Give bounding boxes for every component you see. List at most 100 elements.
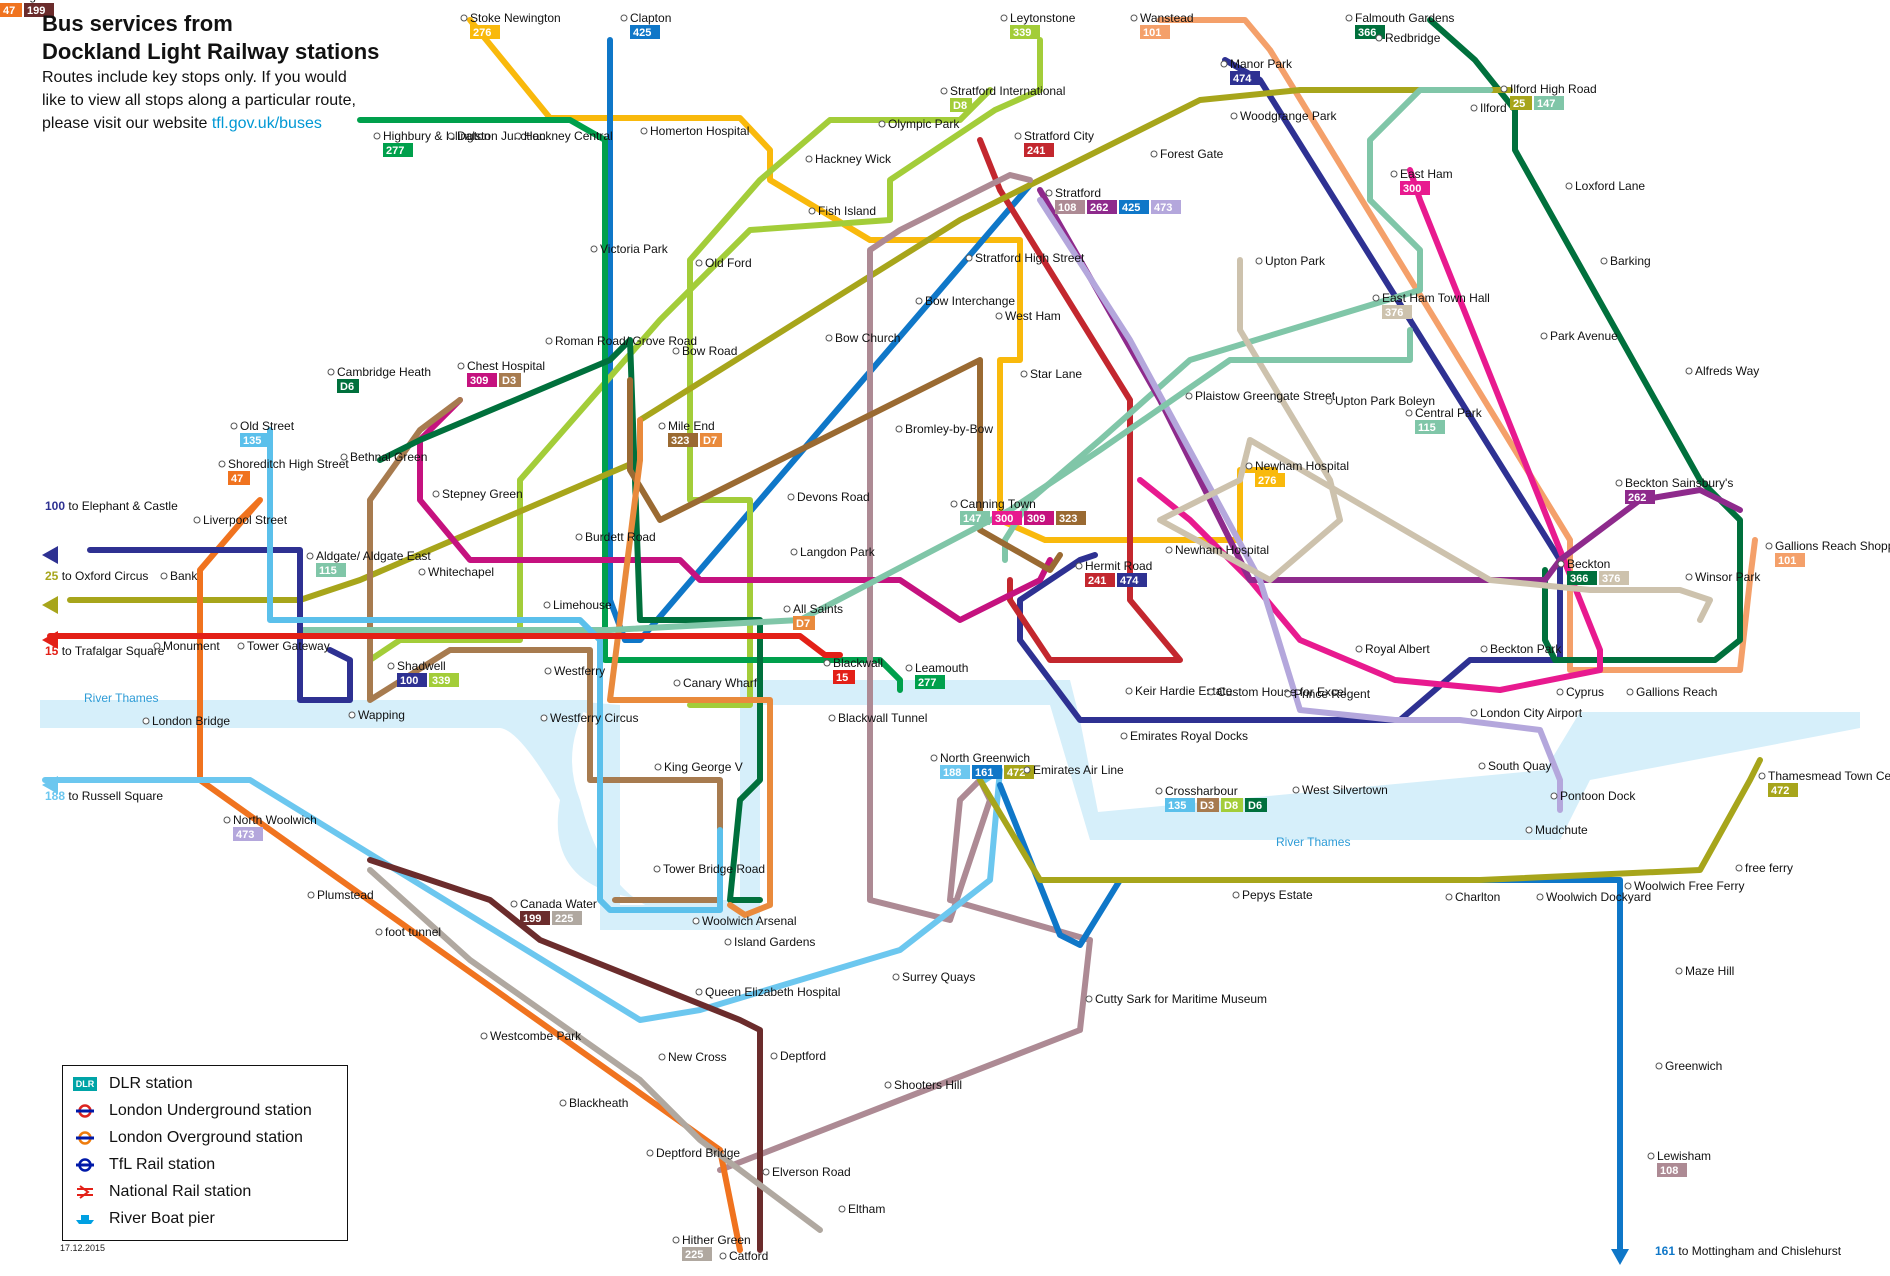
station-victoria-park[interactable]: Victoria Park <box>590 242 669 256</box>
station-park-avenue[interactable]: Park Avenue <box>1540 329 1618 343</box>
station-tower-bridge-road[interactable]: Tower Bridge Road <box>653 862 765 876</box>
station-deptford-bridge[interactable]: Deptford Bridge <box>646 1146 740 1160</box>
station-westferry[interactable]: Westferry <box>544 664 605 678</box>
station-burdett-road[interactable]: Burdett Road <box>575 530 656 544</box>
station-redbridge[interactable]: Redbridge <box>1375 31 1441 45</box>
station-new-cross[interactable]: New Cross <box>658 1050 727 1064</box>
station-bow-interchange[interactable]: Bow Interchange <box>915 294 1015 308</box>
station-free-ferry[interactable]: free ferry <box>1735 861 1793 875</box>
station-blackheath[interactable]: Blackheath <box>559 1096 628 1110</box>
station-liverpool-street[interactable]: Liverpool Street <box>193 513 288 527</box>
station-stratford-high-street[interactable]: Stratford High Street <box>965 251 1085 265</box>
tfl-buses-link[interactable]: tfl.gov.uk/buses <box>211 115 322 132</box>
station-forest-gate[interactable]: Forest Gate <box>1150 147 1224 161</box>
station-cutty-sark-for-maritime-museum[interactable]: Cutty Sark for Maritime Museum <box>1085 992 1267 1006</box>
station-keir-hardie-estate[interactable]: Keir Hardie Estate <box>1125 684 1233 698</box>
station-winsor-park[interactable]: Winsor Park <box>1685 570 1761 584</box>
station-wapping[interactable]: Wapping <box>348 708 405 722</box>
station-foot-tunnel[interactable]: foot tunnel <box>375 925 441 939</box>
station-bromley-by-bow[interactable]: Bromley-by-Bow <box>895 422 993 436</box>
station-plaistow-greengate-street[interactable]: Plaistow Greengate Street <box>1185 389 1336 403</box>
station-london-city-airport[interactable]: London City Airport <box>1470 706 1583 720</box>
station-langdon-park[interactable]: Langdon Park <box>790 545 876 559</box>
station-newham-hospital[interactable]: Newham Hospital <box>1165 543 1269 557</box>
station-west-silvertown[interactable]: West Silvertown <box>1292 783 1388 797</box>
station-upton-park[interactable]: Upton Park <box>1255 254 1326 268</box>
station-king-george-v[interactable]: King George V <box>654 760 743 774</box>
station-mudchute[interactable]: Mudchute <box>1525 823 1588 837</box>
station-roman-road-grove-road[interactable]: Roman Road/ Grove Road <box>545 334 697 348</box>
station-bow-church[interactable]: Bow Church <box>825 331 900 345</box>
station-thamesmead-town-centre[interactable]: Thamesmead Town Centre472 <box>1758 769 1890 797</box>
station-woolwich-arsenal[interactable]: Woolwich Arsenal <box>692 914 797 928</box>
station-emirates-royal-docks[interactable]: Emirates Royal Docks <box>1120 729 1248 743</box>
station-maze-hill[interactable]: Maze Hill <box>1675 964 1734 978</box>
station-pepys-estate[interactable]: Pepys Estate <box>1232 888 1313 902</box>
station-westferry-circus[interactable]: Westferry Circus <box>540 711 638 725</box>
station-alfreds-way[interactable]: Alfreds Way <box>1685 364 1759 378</box>
station-bow-road[interactable]: Bow Road <box>672 344 737 358</box>
station-woolwich-dockyard[interactable]: Woolwich Dockyard <box>1536 890 1651 904</box>
station-limehouse[interactable]: Limehouse <box>543 598 612 612</box>
station-eltham[interactable]: Eltham <box>838 1202 885 1216</box>
station-whitechapel[interactable]: Whitechapel <box>418 565 494 579</box>
station-olympic-park[interactable]: Olympic Park <box>878 117 960 131</box>
station-beckton-park[interactable]: Beckton Park <box>1480 642 1562 656</box>
station-charlton[interactable]: Charlton <box>1445 890 1500 904</box>
station-west-ham[interactable]: West Ham <box>995 309 1061 323</box>
station-cyprus[interactable]: Cyprus <box>1556 685 1604 699</box>
station-bank[interactable]: Bank <box>160 569 198 583</box>
station-pontoon-dock[interactable]: Pontoon Dock <box>1550 789 1636 803</box>
station-old-ford[interactable]: Old Ford <box>695 256 752 270</box>
station-blackwall-tunnel[interactable]: Blackwall Tunnel <box>828 711 927 725</box>
station-stepney-green[interactable]: Stepney Green <box>432 487 523 501</box>
station-prince-regent[interactable]: Prince Regent <box>1284 687 1371 701</box>
station-custom-house-for-excel[interactable]: Custom House for Excel <box>1207 685 1346 699</box>
station-monument[interactable]: Monument <box>153 639 220 653</box>
station-london-bridge[interactable]: London Bridge <box>142 714 230 728</box>
station-emirates-air-line[interactable]: Emirates Air Line <box>1023 763 1124 777</box>
station-dalston-junction[interactable]: Dalston Junction <box>447 129 546 143</box>
station-barking[interactable]: Barking <box>1600 254 1651 268</box>
station-shooters-hill[interactable]: Shooters Hill <box>884 1078 962 1092</box>
station-gallions-reach-shopping-park[interactable]: Gallions Reach Shopping Park101 <box>1765 539 1890 567</box>
station-greenwich[interactable]: Greenwich <box>1655 1059 1722 1073</box>
station-tower-gateway[interactable]: Tower Gateway <box>237 639 330 653</box>
station-elverson-road[interactable]: Elverson Road <box>762 1165 851 1179</box>
station-fish-island[interactable]: Fish Island <box>808 204 876 218</box>
station-hackney-wick[interactable]: Hackney Wick <box>805 152 892 166</box>
station-hackney-central[interactable]: Hackney Central <box>514 129 613 143</box>
station-upton-park-boleyn[interactable]: Upton Park Boleyn <box>1325 394 1435 408</box>
station-homerton-hospital[interactable]: Homerton Hospital <box>640 124 749 138</box>
station-plumstead[interactable]: Plumstead <box>307 888 374 902</box>
station-star-lane[interactable]: Star Lane <box>1020 367 1082 381</box>
